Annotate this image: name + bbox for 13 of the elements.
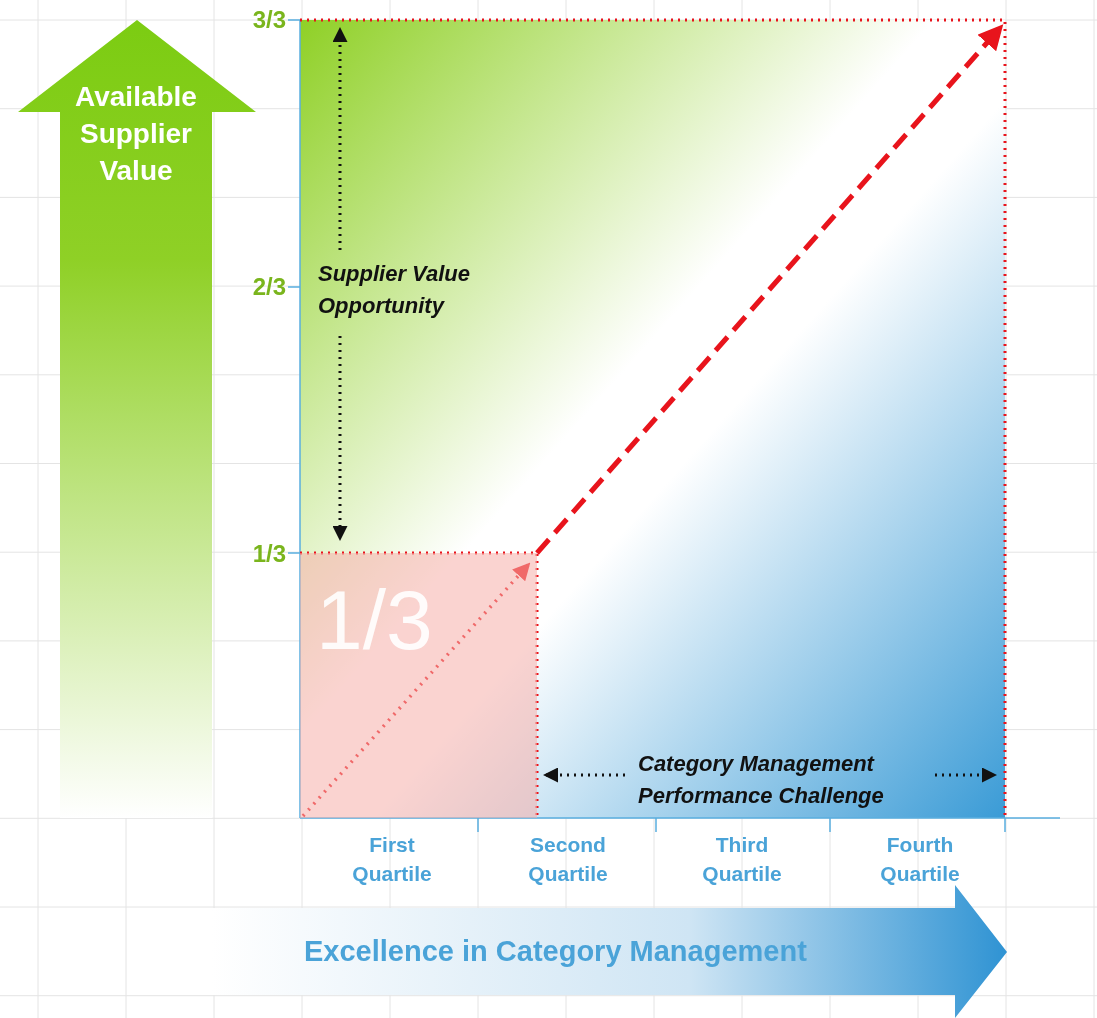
arrow-label: 1/3 xyxy=(316,575,433,665)
axis-category-label: First Quartile xyxy=(351,832,433,887)
right-arrow xyxy=(212,885,1007,1018)
axis-category-label: Fourth Quartile xyxy=(879,832,961,887)
axis-tick-label: 2/3 xyxy=(251,273,286,301)
annotation-text: Category Management Performance Challenge xyxy=(638,750,885,810)
axis-tick-label: 3/3 xyxy=(251,6,286,34)
axis-category-label: Second Quartile xyxy=(527,832,609,887)
arrow-label: Excellence in Category Management xyxy=(304,935,807,968)
axis-category-label: Third Quartile xyxy=(701,832,783,887)
axis-tick-label: 1/3 xyxy=(251,540,286,568)
arrow-label: Available Supplier Value xyxy=(74,80,198,188)
annotation-text: Supplier Value Opportunity xyxy=(318,260,471,320)
